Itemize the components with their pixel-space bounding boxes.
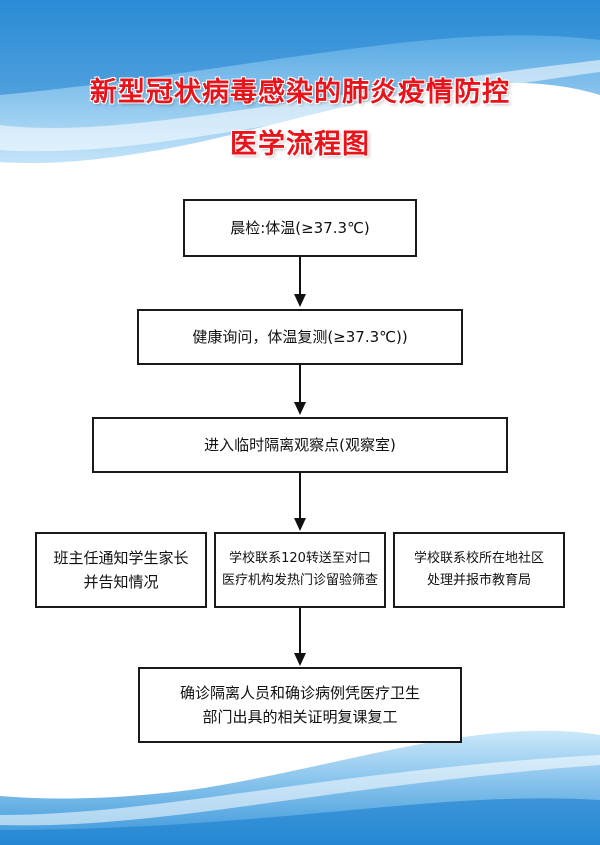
step-health-inquiry: 健康询问，体温复测(≥37.3℃))	[137, 309, 463, 365]
step-branch-teacher-line2: 并告知情况	[83, 573, 159, 591]
step-return-line2: 部门出具的相关证明复课复工	[202, 708, 398, 726]
step-health-inquiry-label: 健康询问，体温复测(≥37.3℃))	[192, 328, 408, 346]
step-branch-hospital-line1: 学校联系120转送至对口	[229, 551, 371, 566]
page-title-line1: 新型冠状病毒感染的肺炎疫情防控	[90, 77, 510, 108]
step-observation-label: 进入临时隔离观察点(观察室)	[204, 436, 396, 454]
step-return: 确诊隔离人员和确诊病例凭医疗卫生 部门出具的相关证明复课复工	[138, 667, 462, 743]
arrow-head-3	[294, 518, 306, 531]
arrow-head-4	[294, 653, 306, 666]
step-branch-hospital-line2: 医疗机构发热门诊留验筛查	[221, 573, 378, 588]
step-branch-community-line1: 学校联系校所在地社区	[413, 551, 544, 566]
arrow-line-2	[299, 365, 301, 405]
step-branch-community: 学校联系校所在地社区 处理并报市教育局	[393, 532, 565, 608]
arrow-line-4	[299, 608, 301, 656]
step-return-line1: 确诊隔离人员和确诊病例凭医疗卫生	[179, 684, 420, 702]
step-morning-check-label: 晨检:体温(≥37.3℃)	[230, 219, 370, 237]
arrow-head-2	[294, 402, 306, 415]
step-branch-teacher: 班主任通知学生家长 并告知情况	[35, 532, 207, 608]
page-title-line2: 医学流程图	[230, 129, 370, 160]
arrow-line-3	[299, 473, 301, 521]
step-morning-check: 晨检:体温(≥37.3℃)	[183, 199, 417, 257]
step-branch-community-line2: 处理并报市教育局	[426, 573, 531, 588]
step-branch-hospital: 学校联系120转送至对口 医疗机构发热门诊留验筛查	[214, 532, 386, 608]
step-branch-teacher-line1: 班主任通知学生家长	[53, 549, 189, 567]
step-observation: 进入临时隔离观察点(观察室)	[92, 417, 508, 473]
arrow-line-1	[299, 257, 301, 297]
arrow-head-1	[294, 294, 306, 307]
